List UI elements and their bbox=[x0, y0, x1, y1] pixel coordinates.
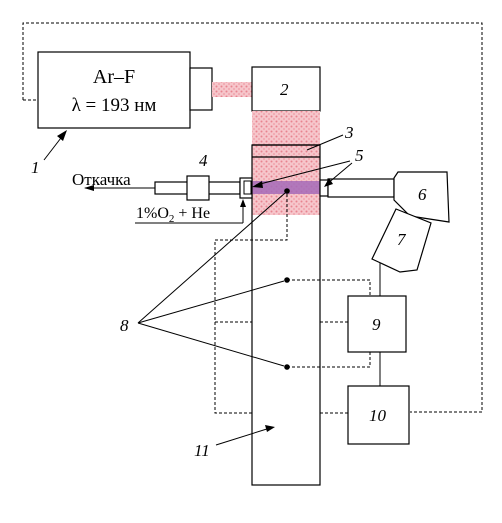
probe-signal-1 bbox=[214, 194, 288, 414]
leader-5b bbox=[326, 162, 353, 185]
callout-11: 11 bbox=[194, 441, 210, 460]
leader-8a bbox=[137, 192, 286, 324]
optics-box bbox=[251, 66, 321, 112]
leader-11 bbox=[215, 427, 271, 446]
leader-1-arrowhead bbox=[57, 130, 67, 141]
leader-5a bbox=[255, 160, 351, 186]
detector-tube bbox=[327, 178, 395, 198]
callout-8: 8 bbox=[120, 316, 129, 335]
callout-1: 1 bbox=[31, 158, 40, 177]
pump-arrowhead bbox=[84, 185, 94, 191]
leader-5a-arrowhead bbox=[252, 181, 263, 188]
pump-label: Откачка bbox=[72, 170, 131, 189]
laser-wavelength: λ = 193 нм bbox=[72, 95, 157, 116]
probe-signal-2 bbox=[287, 279, 371, 296]
detector-box bbox=[371, 208, 432, 273]
callout-4: 4 bbox=[199, 151, 208, 170]
spectrometer-box bbox=[393, 171, 450, 223]
callout-6: 6 bbox=[418, 185, 427, 204]
leader-8b bbox=[137, 280, 285, 324]
callout-2: 2 bbox=[280, 80, 289, 99]
leader-5b-arrowhead bbox=[324, 178, 333, 187]
laser-beam-horizontal bbox=[212, 82, 252, 97]
callout-3: 3 bbox=[344, 123, 354, 142]
probe-signal-3 bbox=[287, 352, 371, 368]
callout-7: 7 bbox=[397, 230, 407, 249]
gas-label: 1%O2 + He bbox=[136, 205, 210, 225]
laser-beam-vertical bbox=[252, 111, 320, 215]
laser-box bbox=[37, 51, 191, 129]
laser-output-port bbox=[189, 67, 213, 111]
leader-8c bbox=[137, 322, 285, 367]
callout-10: 10 bbox=[369, 406, 387, 425]
probe-beam-region bbox=[252, 181, 320, 194]
controller-box-9 bbox=[347, 295, 407, 353]
left-window bbox=[243, 180, 252, 195]
callout-9: 9 bbox=[372, 315, 381, 334]
probe-point-1 bbox=[284, 188, 290, 194]
pump-tube-flange bbox=[186, 175, 210, 201]
leader-11-arrowhead bbox=[265, 425, 275, 432]
leader-3 bbox=[306, 134, 344, 151]
gas-inlet-arrowhead bbox=[240, 199, 246, 207]
laser-type: Ar–F bbox=[93, 66, 135, 88]
controller-box-10 bbox=[347, 385, 410, 445]
control-loop-dashed bbox=[22, 22, 483, 413]
callout-5: 5 bbox=[355, 146, 364, 165]
